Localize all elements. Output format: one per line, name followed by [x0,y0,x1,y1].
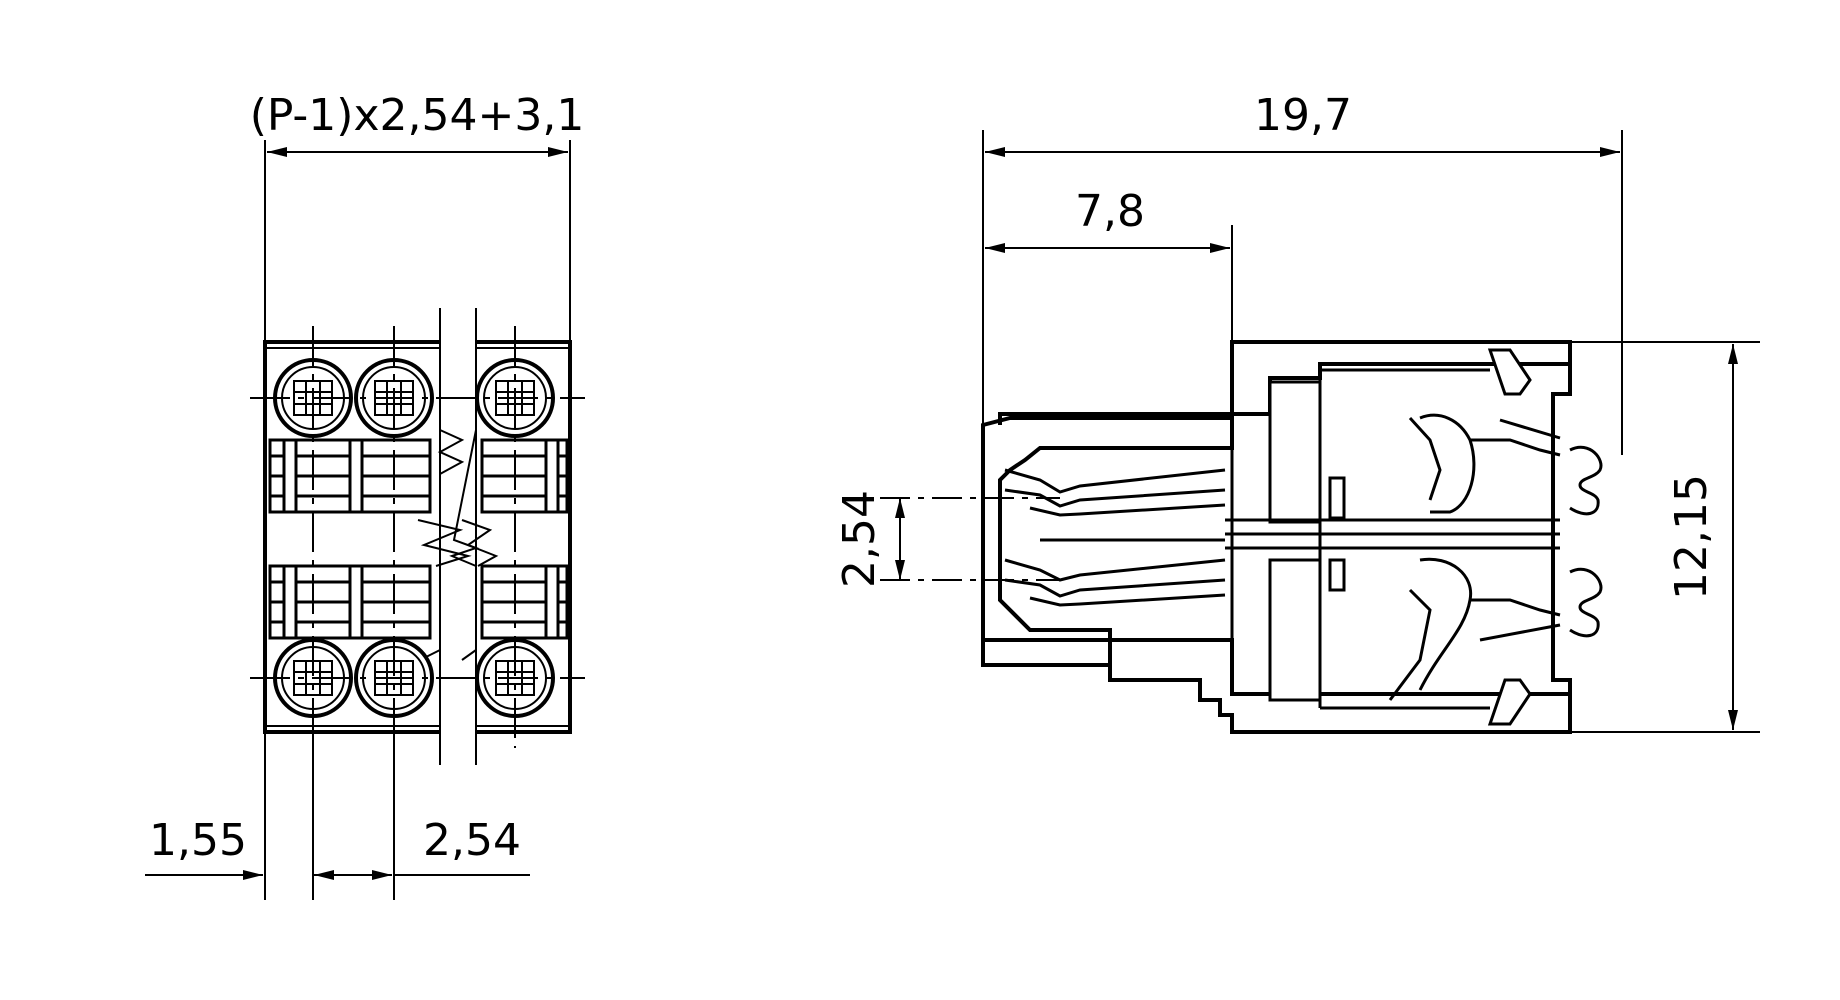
side-body-outline [998,340,1572,734]
dim-label-overall-length: 19,7 [1254,90,1352,141]
dim-label-edge-offset: 1,55 [149,815,247,866]
dim-total-width: (P-1)x2,54+3,1 [250,90,585,342]
dim-label-pitch-front: 2,54 [423,815,521,866]
dim-front-depth: 7,8 [985,186,1233,342]
dim-label-pitch-side: 2,54 [834,490,885,588]
side-view: 19,7 7,8 2,54 12,15 [834,90,1760,734]
release-levers-top [268,438,569,514]
inner-cavity [1040,368,1560,710]
dim-front-bottom: 1,55 2,54 [145,732,530,900]
front-nose-section [981,416,1234,667]
upper-spring-contact [1004,413,1561,517]
break-lines [417,308,499,765]
dim-overall-length: 19,7 [982,90,1623,455]
center-lines-side [880,497,1060,581]
wire-clamp-bottom [1487,568,1603,726]
lower-spring-contact [1004,557,1561,701]
dim-label-total-width: (P-1)x2,54+3,1 [250,90,585,141]
center-lines-front [250,326,585,748]
front-view: (P-1)x2,54+3,1 1,55 2,54 [145,90,585,900]
dim-label-overall-height: 12,15 [1666,474,1717,600]
wire-clamp-top [1487,348,1603,516]
dim-overall-height: 12,15 [1570,341,1760,733]
dim-label-front-depth: 7,8 [1075,186,1145,237]
release-levers-bottom [268,564,569,640]
dim-pitch-side: 2,54 [834,490,905,588]
